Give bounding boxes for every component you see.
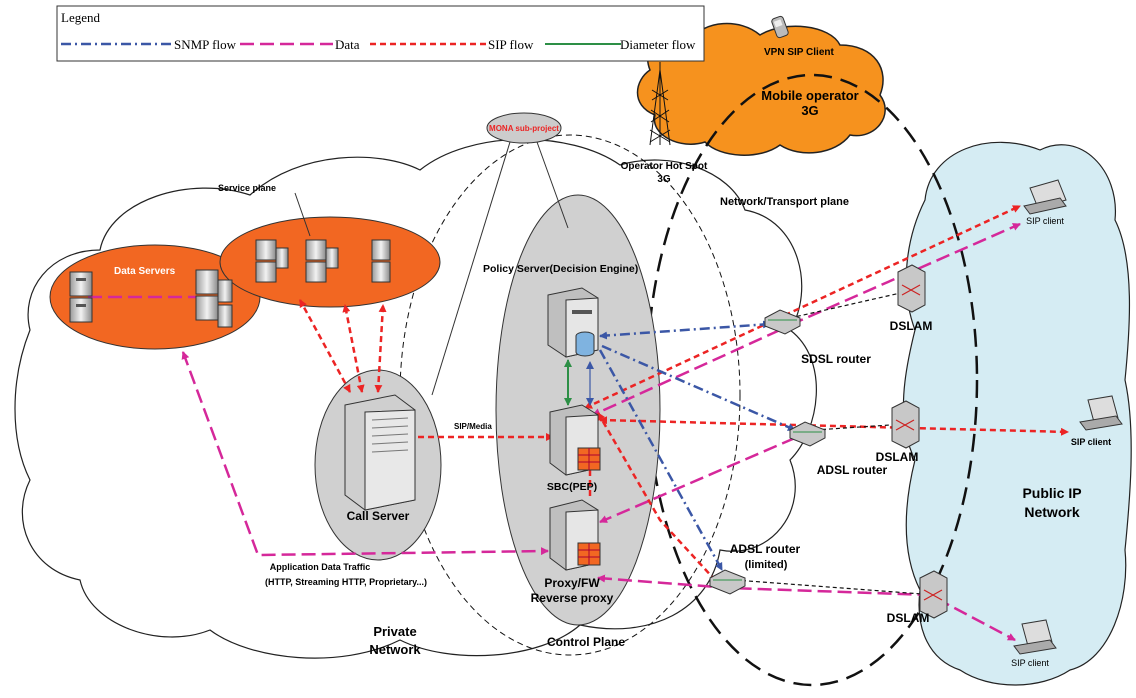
sbc-server-icon: [549, 404, 601, 476]
mobile-operator-label: Mobile operator: [761, 88, 859, 103]
sip-media-label: SIP/Media: [454, 422, 492, 431]
call-server-icon: [344, 394, 416, 511]
sip-flow-call-to-service1: [298, 299, 352, 393]
data-server-icon-1: [69, 271, 93, 323]
adsl-limited-router-sublabel: (limited): [745, 559, 788, 571]
snmp-flow-to-sdsl: [599, 320, 771, 340]
sip-client-label-3: SIP client: [1011, 658, 1049, 668]
sip-client-label-2: SIP client: [1071, 437, 1111, 447]
call-server-label: Call Server: [347, 509, 410, 523]
sbc-label: SBC(PEP): [547, 481, 597, 493]
adsl-router-label: ADSL router: [817, 463, 888, 477]
service-server-icon-2: [305, 239, 339, 283]
service-server-icon-3: [371, 239, 391, 283]
dslam-label-2: DSLAM: [876, 450, 919, 464]
hotspot-label: Operator Hot Spot: [621, 161, 708, 172]
service-plane-label: Service plane: [218, 183, 276, 193]
adsl-limited-router-label: ADSL router: [730, 542, 801, 556]
adsl-router-icon: [789, 421, 826, 447]
service-server-icon-1: [255, 239, 289, 283]
mobile-operator-3g-label: 3G: [801, 103, 818, 118]
dslam-icon-3: [919, 570, 948, 619]
legend-box: [56, 5, 705, 62]
public-ip-label: Public IP: [1022, 485, 1081, 501]
laptop-icon-2: [1079, 395, 1123, 431]
sip-flow-sbc-to-adsl-limited: [596, 412, 716, 581]
antenna-tower-icon: [649, 62, 671, 146]
adsl-limited-router-icon: [709, 569, 746, 595]
database-icon: [575, 331, 595, 357]
mona-label: MONA sub-project: [489, 124, 559, 133]
proxy-server-icon: [549, 499, 601, 571]
policy-server-label: Policy Server(Decision Engine): [483, 263, 638, 275]
control-plane-label: Control Plane: [547, 635, 625, 649]
legend-title: Legend: [61, 10, 100, 25]
reverse-proxy-label: Reverse proxy: [531, 591, 614, 605]
data-flow-app-traffic: [181, 351, 549, 557]
snmp-flow-to-adsl: [601, 344, 796, 432]
laptop-icon-1: [1023, 179, 1067, 215]
sip-flow-sbc-to-client2: [599, 416, 1069, 436]
private-network-label-2: Network: [369, 642, 421, 657]
proxy-label: Proxy/FW: [544, 576, 600, 590]
data-flow-adsl-to-proxy: [599, 436, 796, 524]
sdsl-router-label: SDSL router: [801, 352, 871, 366]
legend-label-snmp: SNMP flow: [174, 37, 237, 52]
dslam-label-3: DSLAM: [887, 611, 930, 625]
app-traffic-label: Application Data Traffic: [270, 562, 371, 572]
sip-client-label-1: SIP client: [1026, 216, 1064, 226]
vpn-sip-client-label: VPN SIP Client: [764, 47, 835, 58]
mona-subproject-badge: [486, 112, 562, 144]
data-server-icon-2: [195, 269, 233, 328]
public-network-label: Network: [1024, 504, 1079, 520]
mobile-phone-icon: [771, 15, 789, 39]
transport-plane-label: Network/Transport plane: [720, 196, 849, 208]
legend-label-diameter: Diameter flow: [620, 37, 696, 52]
laptop-icon-3: [1013, 619, 1057, 655]
sip-flow-call-to-service3: [374, 304, 387, 393]
sdsl-router-icon: [764, 309, 801, 335]
data-flow-proxy-to-client3: [597, 574, 1016, 642]
legend-label-data: Data: [335, 37, 360, 52]
dslam-icon-1: [897, 264, 926, 313]
legend-label-sip: SIP flow: [488, 37, 534, 52]
dslam-label-1: DSLAM: [890, 319, 933, 333]
data-servers-label: Data Servers: [114, 266, 176, 277]
private-network-label: Private: [373, 624, 416, 639]
hotspot-3g-label: 3G: [657, 174, 671, 185]
sip-flow-call-to-service2: [342, 304, 365, 393]
app-traffic-protocols-label: (HTTP, Streaming HTTP, Proprietary...): [265, 577, 427, 587]
dslam-icon-2: [891, 400, 920, 449]
snmp-flow-to-adsl-limited: [598, 349, 724, 571]
